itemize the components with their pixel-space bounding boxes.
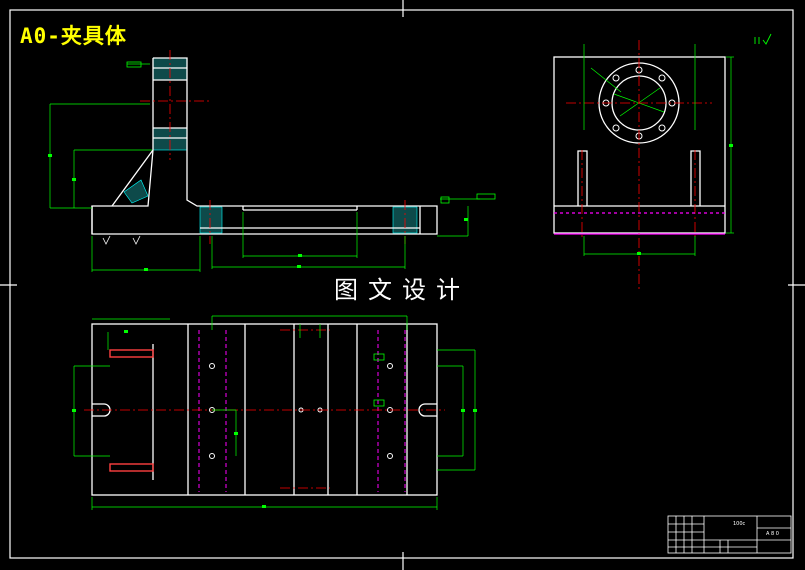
top-dimensions <box>73 315 476 510</box>
geometric-tolerance-frame-icon <box>373 353 385 407</box>
t-slots <box>109 349 154 472</box>
surface-finish-icon <box>102 235 141 245</box>
side-outline <box>553 56 726 234</box>
side-dimensions <box>583 44 734 256</box>
title-block <box>667 515 792 554</box>
front-section-hatch <box>123 57 418 234</box>
side-pcd-lines <box>590 67 665 117</box>
top-center-lines <box>84 329 445 489</box>
front-dimensions <box>49 63 480 272</box>
front-outline <box>91 57 438 235</box>
side-hidden-lines <box>554 212 725 235</box>
title-block-name: 100c <box>733 521 746 527</box>
surface-finish-symbol-icon <box>754 33 772 45</box>
top-holes <box>209 363 393 459</box>
top-outline <box>91 323 438 496</box>
top-hidden-lines <box>198 330 406 492</box>
top-view <box>72 315 477 510</box>
datum-symbol-icon <box>126 61 496 204</box>
side-view <box>553 33 772 290</box>
drawing-title: A0-夹具体 <box>20 24 127 48</box>
watermark-text: 图文设计 <box>334 276 470 304</box>
title-block-scale: A 8 0 <box>766 531 779 537</box>
front-dim-marks <box>48 154 468 271</box>
side-center-lines <box>566 40 712 290</box>
front-view <box>48 50 496 272</box>
sheet-border <box>9 9 794 559</box>
